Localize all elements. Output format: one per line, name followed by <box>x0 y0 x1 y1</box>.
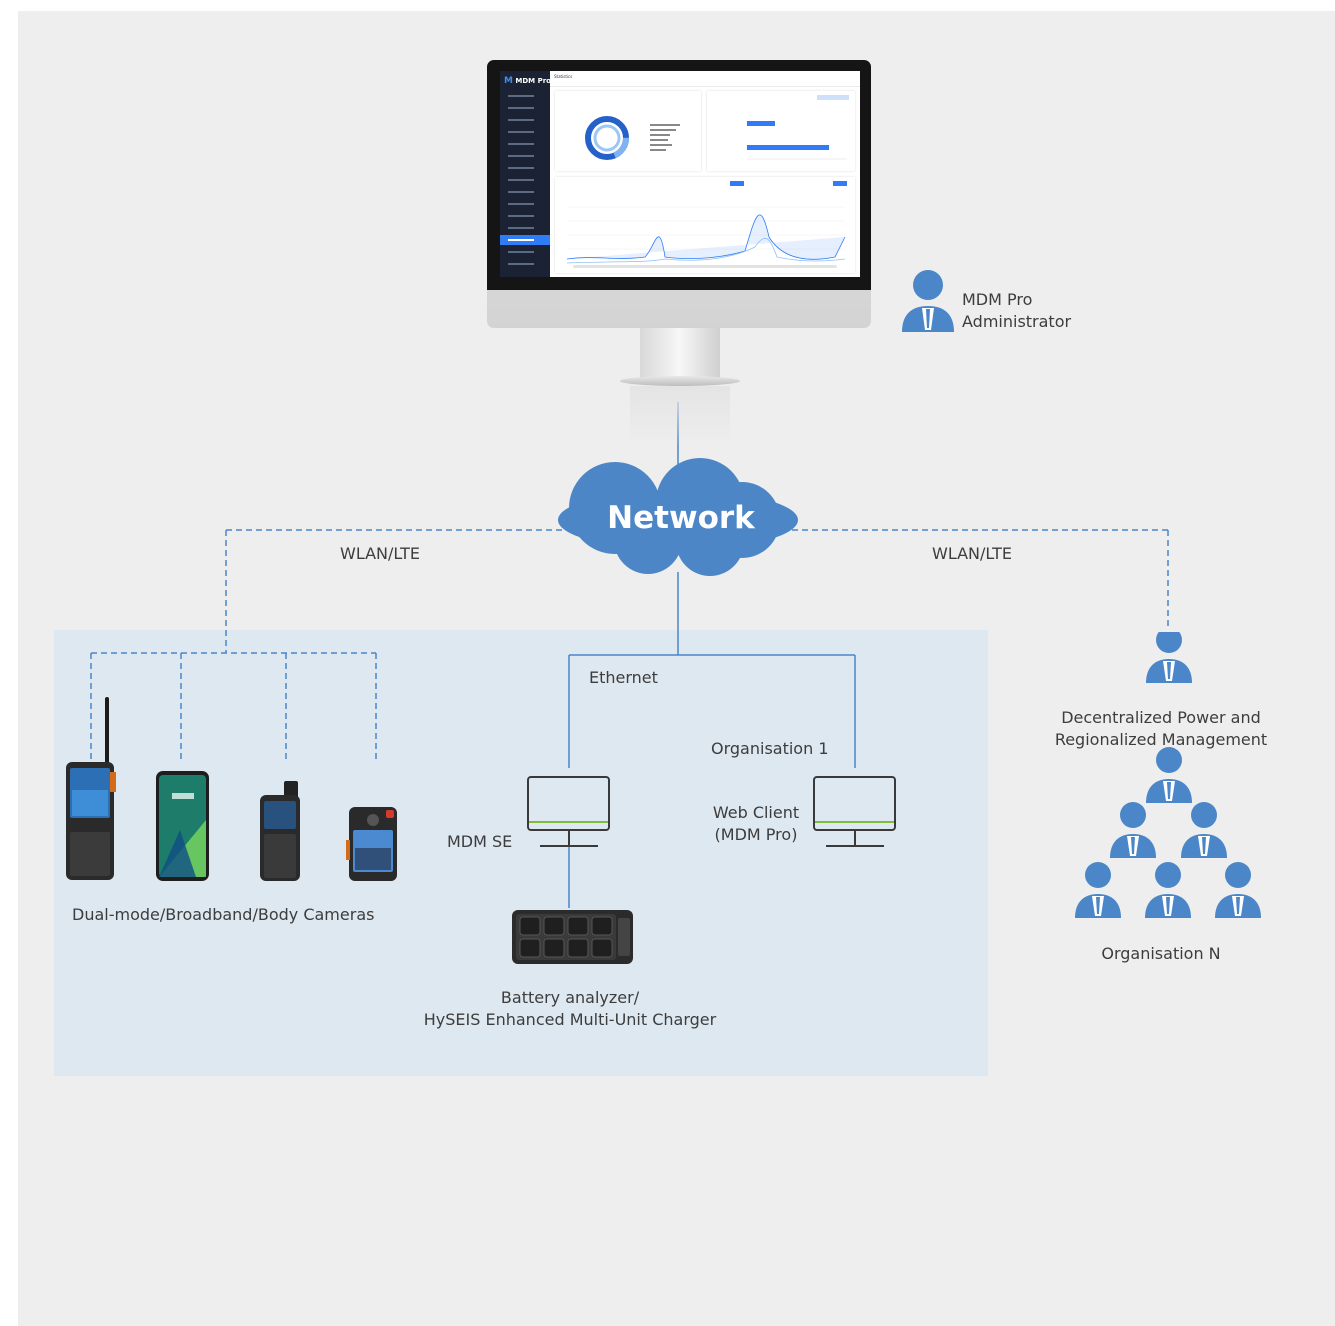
administrator-person-icon <box>902 270 954 332</box>
member-person-icon <box>1075 862 1121 918</box>
network-label: Network <box>607 500 755 536</box>
donut-chart <box>585 116 680 160</box>
online-line-chart <box>566 181 847 268</box>
nav-item[interactable] <box>500 139 550 149</box>
nav-item-statistics[interactable] <box>500 235 550 245</box>
admin-label-line2: Administrator <box>962 312 1072 331</box>
manager-person-icon <box>1110 802 1156 858</box>
organisation-n-label: Organisation N <box>1101 944 1221 963</box>
nav-item[interactable] <box>500 115 550 125</box>
nav-item[interactable] <box>500 247 550 257</box>
dual-mode-radio-icon <box>66 697 116 880</box>
nav-item[interactable] <box>500 187 550 197</box>
ethernet-label: Ethernet <box>589 668 658 687</box>
nav-item[interactable] <box>500 223 550 233</box>
version-panel <box>707 91 855 171</box>
manager-person-icon <box>1146 747 1192 803</box>
nav-item[interactable] <box>500 151 550 161</box>
nav-item[interactable] <box>500 199 550 209</box>
member-person-icon <box>1145 862 1191 918</box>
decentralized-label-line1: Decentralized Power and <box>1061 708 1261 727</box>
network-cloud-icon <box>558 458 798 576</box>
wlan-lte-label-left: WLAN/LTE <box>340 544 420 563</box>
mdm-se-label: MDM SE <box>447 832 513 851</box>
web-client-label-line1: Web Client <box>712 803 800 822</box>
nav-item[interactable] <box>500 91 550 101</box>
nav-item[interactable] <box>500 211 550 221</box>
charger-label-line1: Battery analyzer/ <box>500 988 640 1007</box>
admin-screen: M MDM Pro Statistics <box>500 71 860 277</box>
admin-monitor: M MDM Pro Statistics <box>487 60 871 328</box>
app-sidebar: M MDM Pro <box>500 71 551 277</box>
monitor-stand <box>640 328 720 380</box>
manager-person-icon <box>1181 802 1227 858</box>
organisation-1-area <box>54 630 988 1076</box>
organisation-n-people <box>1075 632 1261 918</box>
broadband-phone-icon <box>156 771 209 881</box>
devices-label: Dual-mode/Broadband/Body Cameras <box>72 905 375 924</box>
wireless-links <box>90 529 1169 762</box>
web-client-monitor-icon <box>813 776 896 847</box>
monitor-bezel: M MDM Pro Statistics <box>487 60 871 290</box>
member-person-icon <box>1215 862 1261 918</box>
leader-person-icon <box>1146 632 1192 683</box>
broadband-radio-icon <box>260 781 300 881</box>
nav-item[interactable] <box>500 103 550 113</box>
app-topbar: Statistics <box>550 71 860 87</box>
decentralized-label-line2: Regionalized Management <box>1054 730 1268 749</box>
app-logo: M MDM Pro <box>504 76 551 86</box>
ethernet-links <box>568 572 856 908</box>
wlan-lte-label-right: WLAN/LTE <box>932 544 1012 563</box>
multi-unit-charger-icon <box>512 910 633 964</box>
nav-item[interactable] <box>500 163 550 173</box>
organisation-1-label: Organisation 1 <box>711 739 829 758</box>
nav-item[interactable] <box>500 259 550 269</box>
charger-label-line2: HySEIS Enhanced Multi-Unit Charger <box>423 1010 717 1029</box>
body-camera-icon <box>346 807 397 881</box>
admin-label-line1: MDM Pro <box>962 290 1033 309</box>
nav-item[interactable] <box>500 175 550 185</box>
nav-item[interactable] <box>500 127 550 137</box>
mdm-se-monitor-icon <box>527 776 610 847</box>
version-bar-chart <box>747 95 849 160</box>
web-client-label-line2: (MDM Pro) <box>714 825 798 844</box>
monitor-stand-base <box>620 376 740 386</box>
monitor-stand-reflection <box>630 386 730 446</box>
page-title: Statistics <box>554 74 573 79</box>
online-device-panel <box>555 177 855 273</box>
device-panel <box>555 91 701 171</box>
